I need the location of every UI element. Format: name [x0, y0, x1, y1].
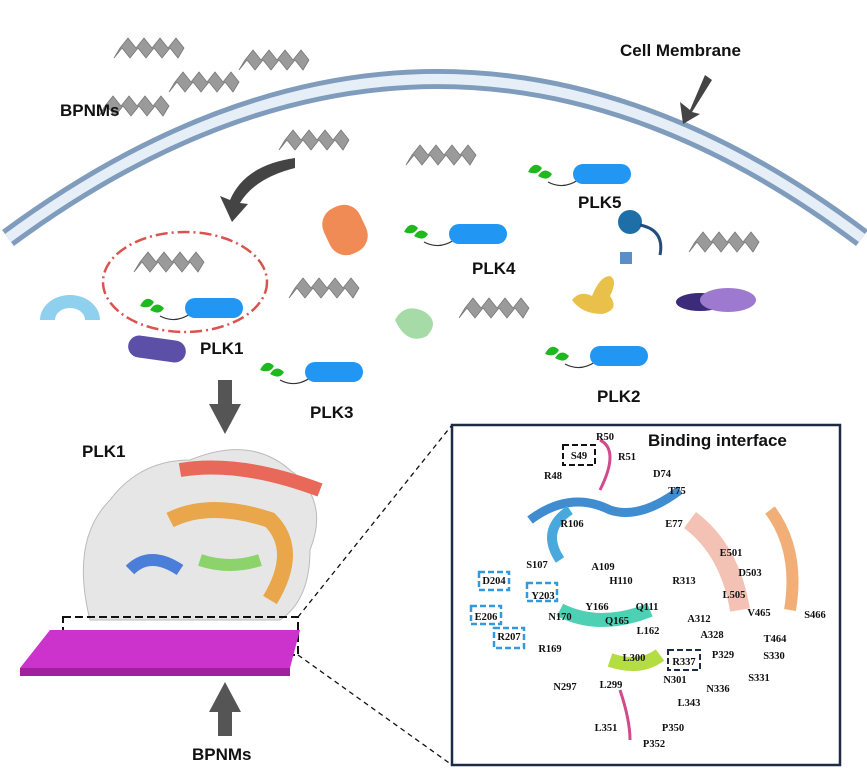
residue-label-p352: P352	[643, 739, 665, 750]
residue-label-l343: L343	[678, 698, 701, 709]
residue-label-r207: R207	[497, 632, 520, 643]
blue-highlight-boxes	[469, 570, 559, 650]
residue-label-n336: N336	[706, 684, 729, 695]
residue-label-d74: D74	[653, 469, 672, 480]
residue-label-y166: Y166	[585, 602, 608, 613]
bpnms-bottom-label: BPNMs	[192, 745, 252, 764]
residue-label-l162: L162	[637, 626, 660, 637]
bpnm-surface	[20, 630, 300, 676]
residue-label-r48: R48	[544, 471, 562, 482]
plk5-label: PLK5	[578, 193, 621, 212]
residue-label-n297: N297	[553, 682, 576, 693]
plk3-label: PLK3	[310, 403, 353, 422]
residue-label-t75: T75	[668, 486, 686, 497]
residue-label-n301: N301	[663, 675, 686, 686]
s49-highlight-box	[562, 444, 596, 466]
residue-label-p329: P329	[712, 650, 734, 661]
curved-arrow-icon	[220, 158, 295, 222]
residue-label-y203: Y203	[531, 591, 554, 602]
residue-label-l505: L505	[723, 590, 746, 601]
down-arrow-icon	[209, 380, 241, 434]
residue-label-e77: E77	[665, 519, 683, 530]
residue-label-r51: R51	[618, 452, 636, 463]
residue-label-h110: H110	[609, 576, 632, 587]
residue-label-n170: N170	[548, 612, 571, 623]
residue-label-s330: S330	[763, 651, 785, 662]
residue-label-s466: S466	[804, 610, 826, 621]
plk2-label: PLK2	[597, 387, 640, 406]
plk4-label: PLK4	[472, 259, 516, 278]
cell-membrane-label: Cell Membrane	[620, 41, 741, 60]
residue-label-l300: L300	[623, 653, 646, 664]
residue-label-s49: S49	[571, 451, 587, 462]
residue-label-r106: R106	[560, 519, 583, 530]
residue-label-a328: A328	[700, 630, 723, 641]
plk1-protein-structure	[82, 449, 323, 621]
plk1-highlight-ring	[101, 230, 269, 334]
plk1-label: PLK1	[200, 339, 243, 358]
residue-label-v465: V465	[747, 608, 770, 619]
binding-interface-panel	[450, 423, 842, 767]
residue-label-r313: R313	[672, 576, 695, 587]
up-arrow-icon	[209, 682, 241, 736]
residue-label-e501: E501	[720, 548, 743, 559]
residue-label-t464: T464	[764, 634, 788, 645]
other-proteins	[40, 204, 756, 363]
residue-label-r50: R50	[596, 432, 614, 443]
binding-interface-title: Binding interface	[648, 431, 787, 450]
residue-label-q165: Q165	[605, 616, 629, 627]
bpnms-top-label: BPNMs	[60, 101, 120, 120]
arrow-icon	[680, 75, 712, 124]
residue-label-s331: S331	[748, 673, 770, 684]
residue-label-p350: P350	[662, 723, 684, 734]
residue-label-a109: A109	[591, 562, 614, 573]
residue-label-d503: D503	[738, 568, 761, 579]
residue-label-e206: E206	[475, 612, 498, 623]
r337-highlight-box	[667, 649, 701, 671]
residue-label-r337: R337	[672, 657, 695, 668]
residue-label-l351: L351	[595, 723, 618, 734]
plk1-structure-label: PLK1	[82, 442, 125, 461]
residue-label-a312: A312	[687, 614, 710, 625]
residue-label-q111: Q111	[636, 602, 659, 613]
residue-label-l299: L299	[600, 680, 623, 691]
residue-label-s107: S107	[526, 560, 548, 571]
residue-label-d204: D204	[482, 576, 506, 587]
residue-label-r169: R169	[538, 644, 561, 655]
ribbon-structure	[527, 438, 799, 741]
